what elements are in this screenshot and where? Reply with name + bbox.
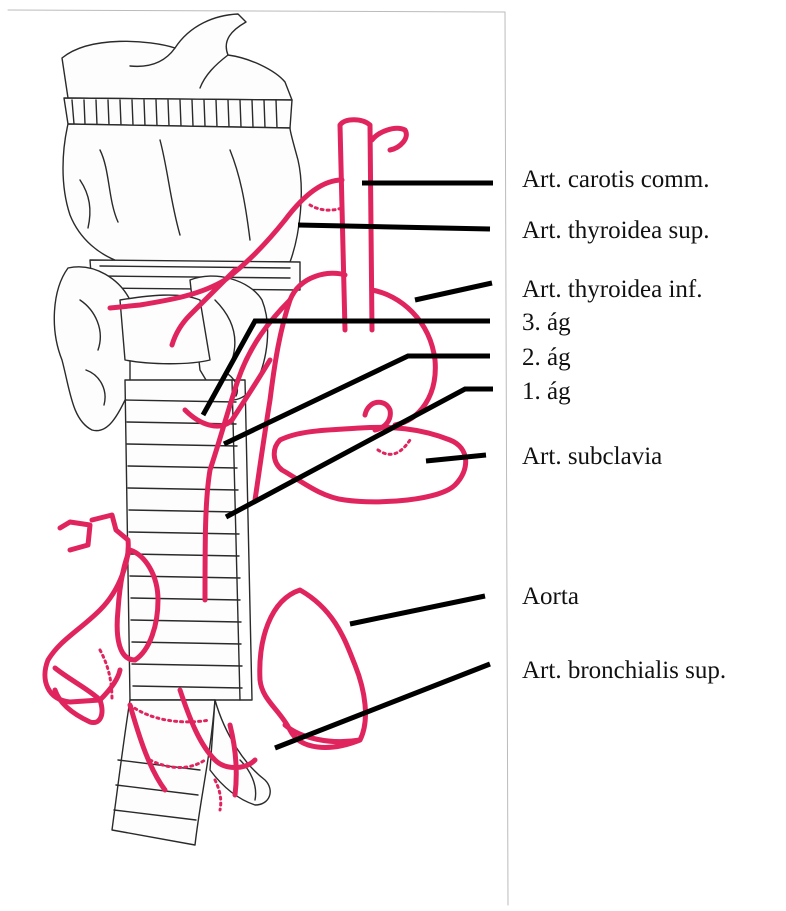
label-aorta: Aorta (522, 583, 579, 610)
label-thyroidea-inf: Art. thyroidea inf. (522, 276, 703, 303)
label-branch2: 2. ág (522, 344, 571, 371)
label-carotis: Art. carotis comm. (522, 166, 709, 193)
label-branch1: 1. ág (522, 378, 571, 405)
label-bronchialis: Art. bronchialis sup. (522, 657, 726, 684)
label-branch3: 3. ág (522, 309, 571, 336)
label-subclavia: Art. subclavia (522, 443, 662, 470)
label-thyroidea-sup: Art. thyroidea sup. (522, 217, 709, 244)
